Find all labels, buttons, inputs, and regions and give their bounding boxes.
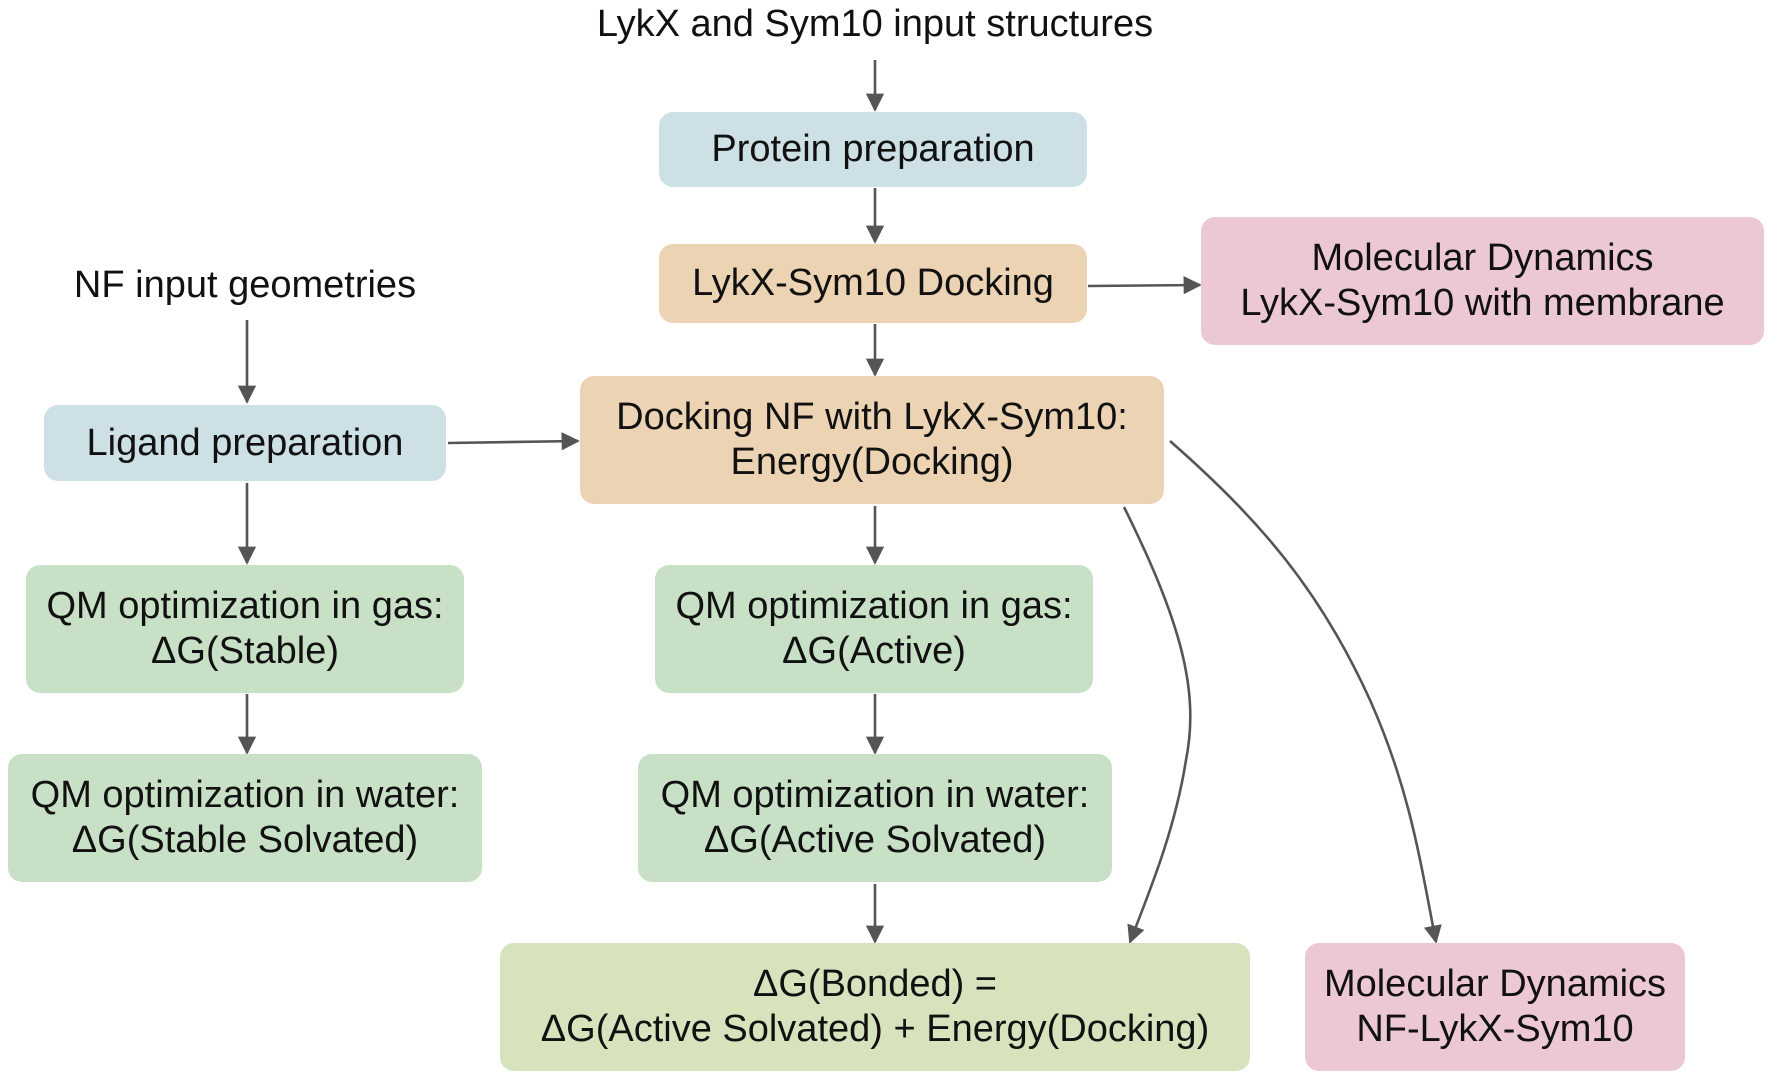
qm-water-active-line1: QM optimization in water: <box>660 774 1090 816</box>
qm-water-stable-node: QM optimization in water: ΔG(Stable Solv… <box>8 754 482 882</box>
bonded-line1: ΔG(Bonded) = <box>752 963 997 1005</box>
md-membrane-line2: LykX-Sym10 with membrane <box>1240 282 1725 324</box>
nf-input-label: NF input geometries <box>73 264 417 306</box>
arrow-docking-nf-to-bonded <box>1122 506 1192 944</box>
ligand-preparation-label: Ligand preparation <box>86 421 404 464</box>
qm-water-stable-line1: QM optimization in water: <box>30 774 460 816</box>
lykx-docking-node: LykX-Sym10 Docking <box>659 244 1087 323</box>
arrow-ligand-prep-to-docking-nf <box>447 432 580 451</box>
md-nf-line1: Molecular Dynamics <box>1323 963 1667 1005</box>
md-membrane-line1: Molecular Dynamics <box>1311 237 1654 279</box>
md-nf-line2: NF-LykX-Sym10 <box>1356 1008 1634 1050</box>
bonded-line2: ΔG(Active Solvated) + Energy(Docking) <box>540 1008 1210 1050</box>
bonded-node: ΔG(Bonded) = ΔG(Active Solvated) + Energ… <box>500 943 1250 1071</box>
arrow-docking-nf-to-md-nf <box>1169 440 1442 944</box>
qm-gas-stable-line2: ΔG(Stable) <box>151 630 339 672</box>
md-membrane-node: Molecular Dynamics LykX-Sym10 with membr… <box>1201 217 1764 345</box>
lykx-docking-label: LykX-Sym10 Docking <box>692 262 1054 304</box>
qm-gas-active-node: QM optimization in gas: ΔG(Active) <box>655 565 1093 693</box>
top-input-label: LykX and Sym10 input structures <box>596 3 1154 45</box>
qm-water-active-line2: ΔG(Active Solvated) <box>703 819 1047 861</box>
qm-gas-stable-line1: QM optimization in gas: <box>46 585 444 627</box>
qm-gas-stable-node: QM optimization in gas: ΔG(Stable) <box>26 565 464 693</box>
arrow-lykx-docking-to-md-membrane <box>1087 276 1202 295</box>
docking-nf-line2: Energy(Docking) <box>730 441 1014 483</box>
ligand-preparation-node: Ligand preparation <box>44 405 446 481</box>
qm-water-active-node: QM optimization in water: ΔG(Active Solv… <box>638 754 1112 882</box>
docking-nf-node: Docking NF with LykX-Sym10: Energy(Docki… <box>580 376 1164 504</box>
protein-preparation-label: Protein preparation <box>711 128 1035 170</box>
qm-water-stable-line2: ΔG(Stable Solvated) <box>71 819 419 861</box>
docking-nf-line1: Docking NF with LykX-Sym10: <box>616 396 1128 438</box>
protein-preparation-node: Protein preparation <box>659 112 1087 187</box>
qm-gas-active-line1: QM optimization in gas: <box>675 585 1073 627</box>
qm-gas-active-line2: ΔG(Active) <box>782 630 966 672</box>
md-nf-node: Molecular Dynamics NF-LykX-Sym10 <box>1305 943 1685 1071</box>
